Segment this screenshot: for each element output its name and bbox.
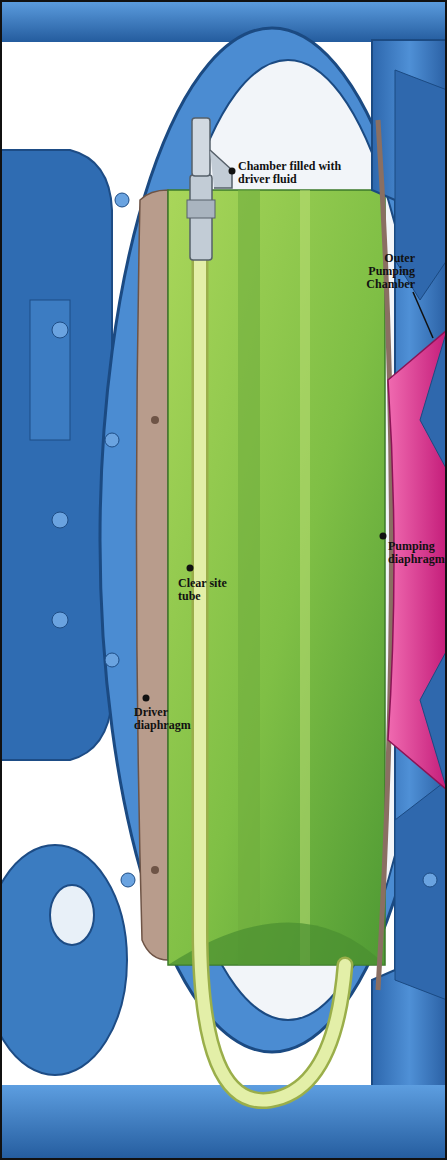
pump-rib <box>420 650 447 790</box>
callout-dot <box>187 565 194 572</box>
bolt-hole <box>151 866 159 874</box>
bottom-pipe <box>0 1085 447 1160</box>
part-label: Pumping diaphragm <box>388 540 446 566</box>
part-label: Driver diaphragm <box>134 706 204 732</box>
sight-tube <box>200 250 345 1101</box>
callout-dot <box>380 533 387 540</box>
top-pipe <box>0 0 447 42</box>
housing-plate <box>30 300 70 440</box>
motor-housing <box>0 150 112 760</box>
elbow-fitting <box>192 118 210 176</box>
flange <box>0 845 127 1075</box>
bolt <box>105 653 119 667</box>
bolt <box>52 512 68 528</box>
fluid-shading <box>238 190 260 965</box>
pump-rib <box>420 330 447 470</box>
bolt <box>105 433 119 447</box>
pumping-diaphragm <box>388 330 447 790</box>
pump-body <box>372 40 447 1160</box>
sight-tube-outline <box>200 250 345 1101</box>
bolt <box>423 873 437 887</box>
callout-dot <box>143 695 150 702</box>
elbow-fitting <box>210 150 232 188</box>
callout-dot <box>229 168 236 175</box>
bolt <box>52 322 68 338</box>
pump-rib <box>395 780 447 1000</box>
bolt <box>52 612 68 628</box>
bolt <box>115 193 129 207</box>
part-label: Chamber filled with driver fluid <box>238 160 350 186</box>
fitting-nut <box>187 200 215 218</box>
bolt-hole <box>151 416 159 424</box>
leader-line <box>413 292 433 338</box>
driver-diaphragm <box>136 190 168 960</box>
bolt <box>121 873 135 887</box>
chamber-wall <box>146 60 430 1020</box>
part-label: Clear site tube <box>178 577 228 603</box>
flange-hole <box>50 885 94 945</box>
fluid-highlight <box>300 190 310 965</box>
part-label: Outer Pumping Chamber <box>345 252 415 291</box>
